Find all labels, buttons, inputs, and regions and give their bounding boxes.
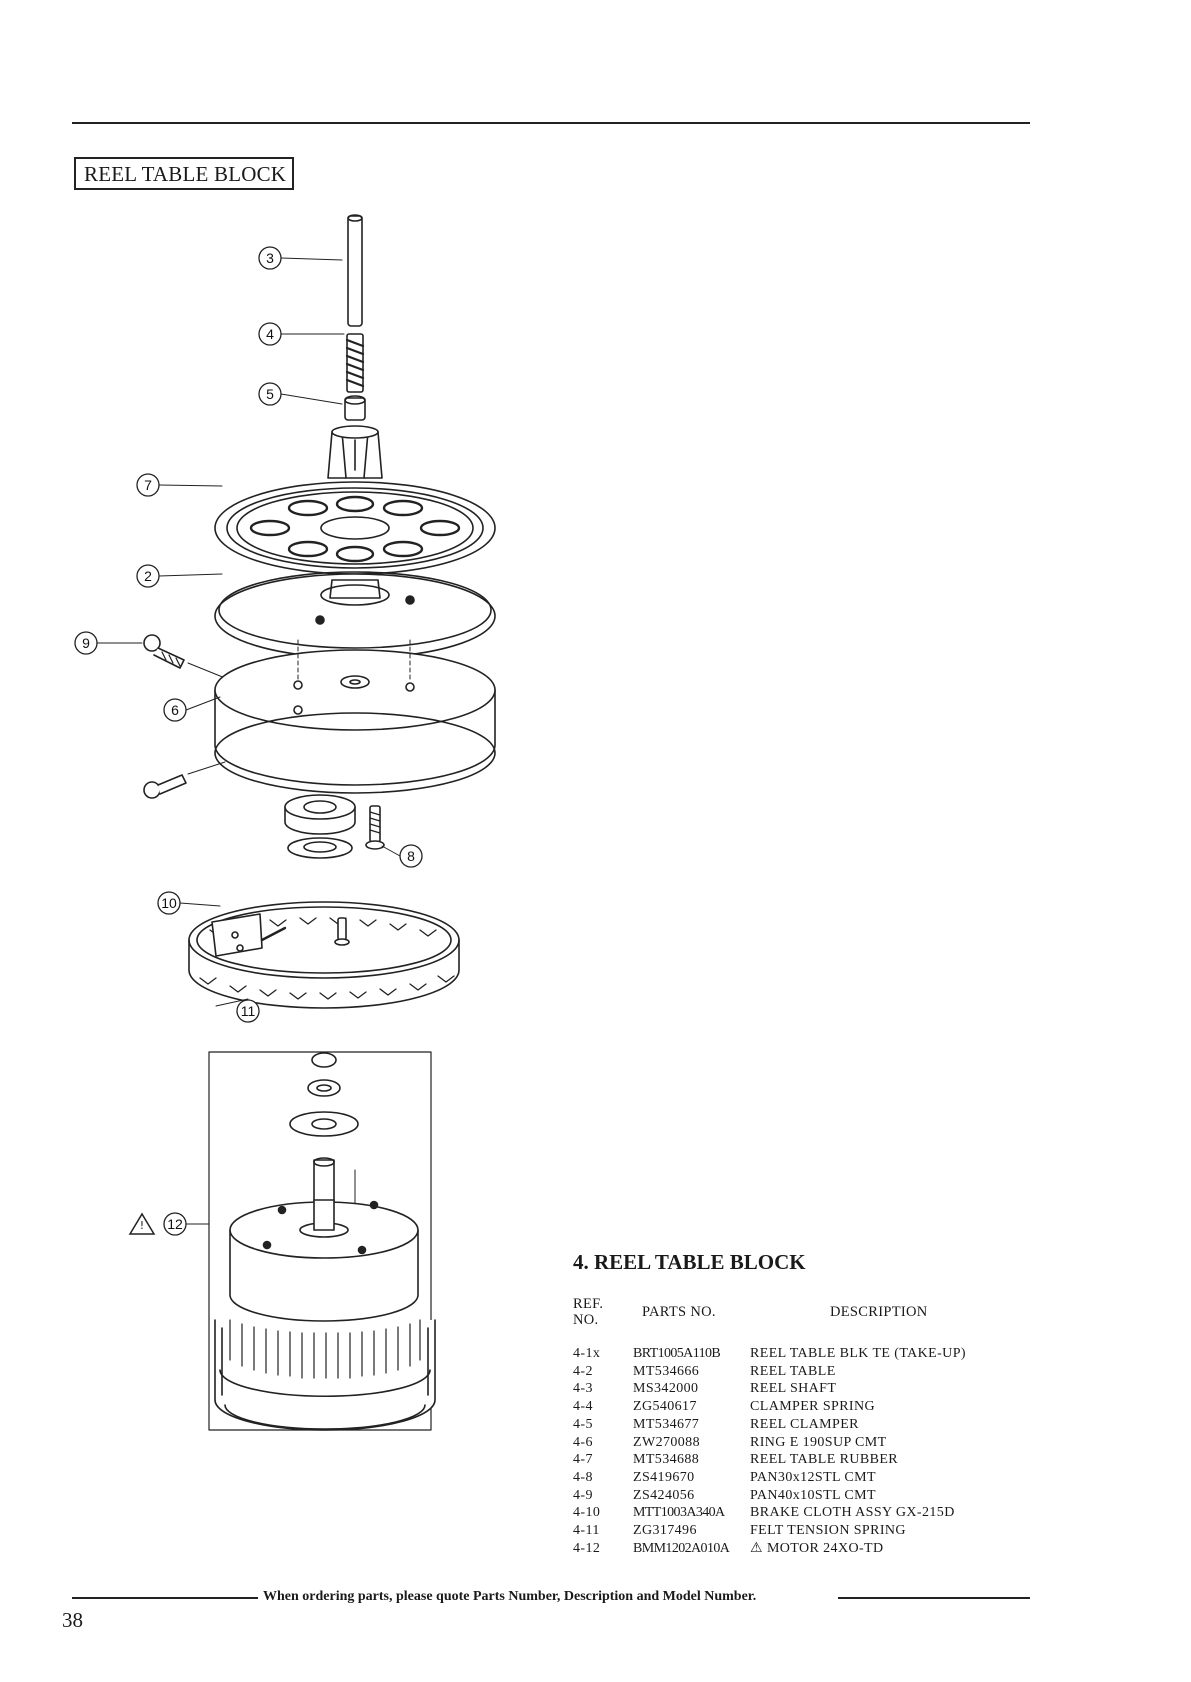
callout-9: 9 bbox=[74, 631, 98, 655]
col-head-parts-no: PARTS NO. bbox=[642, 1304, 716, 1320]
svg-text:12: 12 bbox=[167, 1216, 183, 1232]
callout-7: 7 bbox=[136, 473, 160, 497]
warning-triangle-icon: ⚠ bbox=[750, 1540, 763, 1556]
footer-rule-left bbox=[72, 1597, 258, 1599]
svg-text:6: 6 bbox=[171, 702, 179, 718]
block-title: REEL TABLE BLOCK bbox=[74, 157, 295, 190]
page-number: 38 bbox=[62, 1608, 83, 1632]
svg-text:5: 5 bbox=[266, 386, 274, 402]
svg-text:3: 3 bbox=[266, 250, 274, 266]
svg-text:4: 4 bbox=[266, 326, 274, 342]
col-head-ref: REF.NO. bbox=[573, 1296, 604, 1328]
motor-part bbox=[214, 1157, 436, 1431]
top-rule bbox=[72, 122, 1030, 124]
col-head-description: DESCRIPTION bbox=[830, 1304, 928, 1320]
callout-5: 5 bbox=[258, 382, 282, 406]
callout-6: 6 bbox=[163, 698, 187, 722]
callout-4: 4 bbox=[258, 322, 282, 346]
callout-3: 3 bbox=[258, 246, 282, 270]
reel-table-part bbox=[214, 571, 496, 659]
reel-hub-drum-part bbox=[214, 639, 496, 794]
svg-text:10: 10 bbox=[161, 895, 177, 911]
pan-screw-lower-part bbox=[143, 761, 226, 799]
svg-text:7: 7 bbox=[144, 477, 152, 493]
callout-12: 12 bbox=[163, 1212, 187, 1236]
e-ring-part bbox=[289, 1052, 359, 1137]
clamper-spring-part bbox=[345, 333, 365, 393]
reel-shaft-part bbox=[347, 214, 363, 327]
svg-text:8: 8 bbox=[407, 848, 415, 864]
reel-table-rubber-part bbox=[214, 481, 496, 583]
parts-list-heading: 4. REEL TABLE BLOCK bbox=[573, 1250, 806, 1274]
footer-note: When ordering parts, please quote Parts … bbox=[263, 1589, 757, 1604]
brake-band-part bbox=[188, 901, 460, 1009]
warning-triangle-icon: ! bbox=[128, 1212, 156, 1235]
callout-8: 8 bbox=[399, 844, 423, 868]
svg-text:!: ! bbox=[140, 1219, 144, 1232]
reel-clamper-part bbox=[327, 395, 383, 479]
svg-text:9: 9 bbox=[82, 635, 90, 651]
callout-2: 2 bbox=[136, 564, 160, 588]
callout-11: 11 bbox=[236, 999, 260, 1023]
pan-screw-vertical-part bbox=[365, 805, 385, 850]
callout-10: 10 bbox=[157, 891, 181, 915]
svg-text:11: 11 bbox=[241, 1003, 256, 1019]
exploded-view-diagram: 3 4 5 7 2 9 6 8 10 11 12 ! bbox=[74, 214, 496, 1431]
footer-rule-right bbox=[838, 1597, 1030, 1599]
felt-bushing-part bbox=[284, 794, 356, 859]
svg-text:2: 2 bbox=[144, 568, 152, 584]
pan-screw-upper-part bbox=[143, 634, 231, 681]
